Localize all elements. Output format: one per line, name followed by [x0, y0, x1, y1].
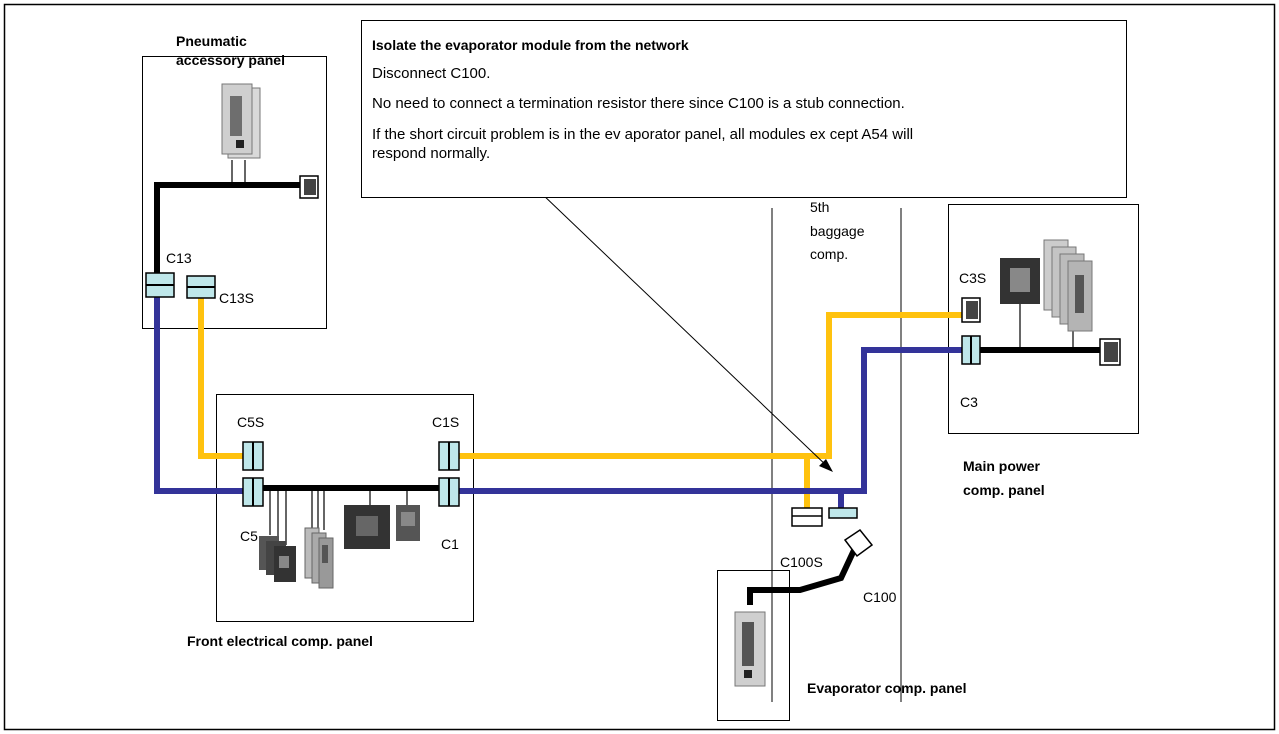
baggage-label-line3: comp. — [810, 246, 849, 262]
connector-label-c3s: C3S — [959, 270, 987, 286]
connector-label-c13s: C13S — [219, 290, 255, 306]
terminator-icon — [299, 175, 319, 199]
module-icon — [1043, 239, 1093, 332]
evaporator-panel-title: Evaporator comp. panel — [807, 680, 967, 696]
connector-label-c100s: C100S — [780, 554, 823, 570]
terminator-icon — [961, 297, 981, 323]
connector-label-c1s: C1S — [432, 414, 460, 430]
module-icon — [304, 527, 334, 589]
front-panel-box — [216, 394, 474, 622]
connector-label-c5: C5 — [240, 528, 258, 544]
connector-icon-c13 — [145, 272, 175, 298]
note-line: respond normally. — [372, 145, 491, 162]
main-power-panel-title-line1: Main power — [963, 458, 1041, 474]
note-line: If the short circuit problem is in the e… — [372, 126, 914, 143]
pneumatic-panel-box — [142, 56, 327, 329]
connector-icon-c100s — [791, 507, 823, 527]
connector-icon-c3 — [961, 335, 981, 365]
connector-icon-c5 — [242, 477, 264, 507]
blue-bus — [154, 297, 962, 508]
module-icon — [221, 83, 261, 159]
connector-icon-c1s — [438, 441, 460, 471]
connector-label-c13: C13 — [166, 250, 192, 266]
note-box: Isolate the evaporator module from the n… — [361, 20, 1127, 198]
module-icon — [396, 505, 420, 541]
device-wires — [231, 160, 1074, 545]
plug-icon-c100 — [843, 528, 874, 558]
connector-label-c5s: C5S — [237, 414, 265, 430]
module-icon — [734, 611, 766, 687]
pneumatic-panel-title-line2: accessory panel — [176, 52, 285, 68]
connector-label-c3: C3 — [960, 394, 978, 410]
main-power-panel-title-line2: comp. panel — [963, 482, 1045, 498]
module-icon — [344, 505, 390, 549]
connector-icon-c100 — [828, 507, 858, 519]
pneumatic-panel-title-line1: Pneumatic — [176, 33, 247, 49]
yellow-bus — [198, 297, 962, 508]
baggage-label-line1: 5th — [810, 199, 830, 215]
outer-frame — [3, 3, 1276, 731]
connector-icon-c5s — [242, 441, 264, 471]
annotation-arrow — [539, 191, 833, 472]
black-bus — [154, 182, 1100, 605]
connector-icon-c1 — [438, 477, 460, 507]
note-line: Disconnect C100. — [372, 65, 491, 82]
note-title: Isolate the evaporator module from the n… — [372, 37, 689, 53]
connector-icon-c13s — [186, 275, 216, 299]
connector-label-c100: C100 — [863, 589, 897, 605]
note-line: No need to connect a termination resisto… — [372, 95, 905, 112]
module-icon — [1000, 258, 1040, 304]
front-panel-title: Front electrical comp. panel — [187, 633, 373, 649]
connector-label-c1: C1 — [441, 536, 459, 552]
baggage-label-line2: baggage — [810, 223, 865, 239]
evaporator-panel-box — [717, 570, 790, 721]
main-power-panel-box — [948, 204, 1139, 434]
module-icon — [259, 536, 296, 582]
terminator-icon — [1099, 338, 1121, 366]
